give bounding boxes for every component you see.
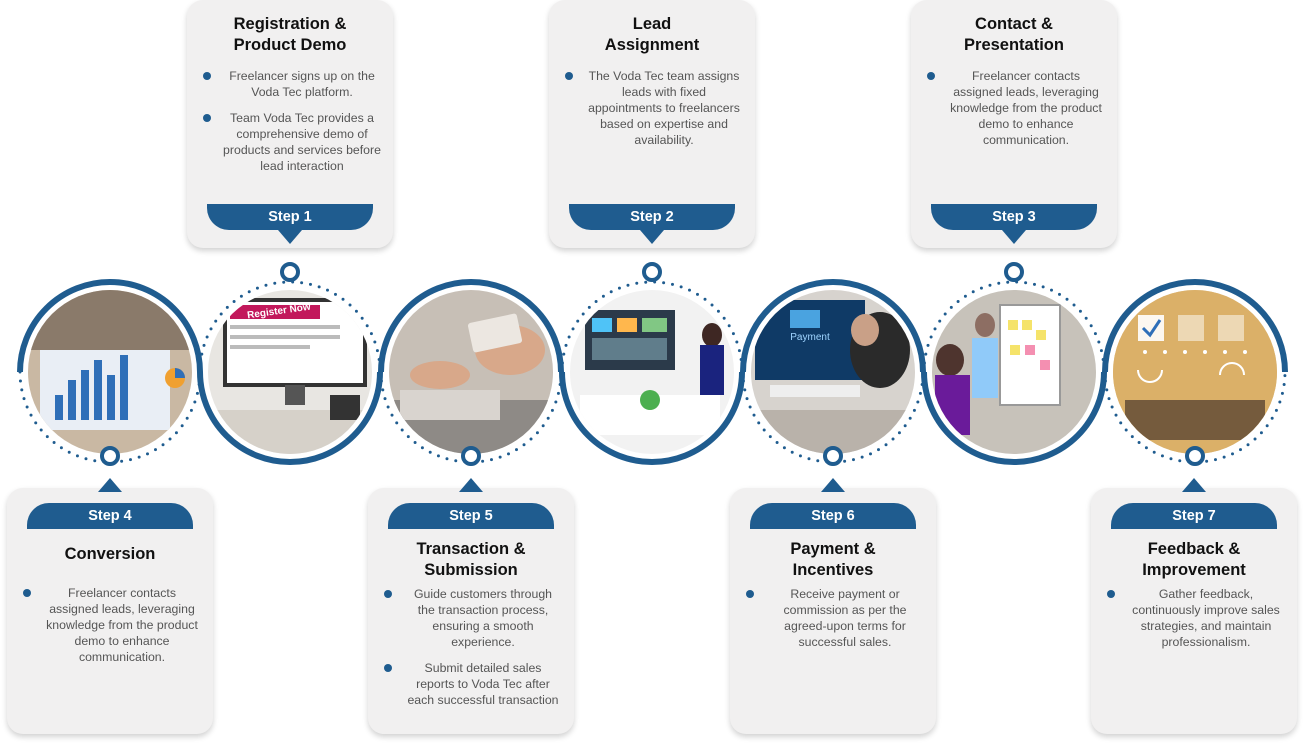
- card-step-1: Registration & Product Demo Freelancer s…: [187, 0, 393, 248]
- photo-conversion: [28, 290, 192, 454]
- card-title: Registration & Product Demo: [233, 15, 347, 54]
- card-title: Transaction & Submission: [416, 540, 526, 579]
- card-step-4: Step 4 Conversion Freelancer contacts as…: [7, 478, 213, 734]
- pointer-down: [640, 230, 664, 244]
- card-step-5: Step 5 Transaction & Submission Guide cu…: [368, 478, 574, 734]
- node-step-3: [1004, 262, 1024, 282]
- card-step-7: Step 7 Feedback & Improvement Gather fee…: [1091, 478, 1297, 734]
- photo-payment: Payment: [751, 290, 915, 454]
- arc-top-7: [1102, 279, 1288, 373]
- bullet-list: Gather feedback, continuously improve sa…: [1105, 586, 1285, 660]
- bullet-list: Guide customers through the transaction …: [382, 586, 562, 718]
- step-label: Step 3: [931, 204, 1097, 230]
- card-step-6: Step 6 Payment & Incentives Receive paym…: [730, 478, 936, 734]
- photo-contact: [932, 290, 1096, 454]
- bullet-item: Freelancer contacts assigned leads, leve…: [21, 585, 201, 665]
- card-title: Contact & Presentation: [964, 15, 1064, 54]
- step-label: Step 1: [207, 204, 373, 230]
- photo-registration: [208, 290, 372, 454]
- node-step-5: [461, 446, 481, 466]
- pointer-up: [98, 478, 122, 492]
- bullet-item: Submit detailed sales reports to Voda Te…: [382, 660, 562, 708]
- bullet-list: The Voda Tec team assigns leads with fix…: [563, 68, 743, 158]
- step-label: Step 6: [750, 503, 916, 529]
- card-step-3: Contact & Presentation Freelancer contac…: [911, 0, 1117, 248]
- pointer-up: [821, 478, 845, 492]
- card-title: Lead Assignment: [604, 15, 700, 54]
- arc-bottom-6: [921, 371, 1107, 465]
- bullet-item: Guide customers through the transaction …: [382, 586, 562, 650]
- pointer-up: [459, 478, 483, 492]
- node-step-4: [100, 446, 120, 466]
- bullet-list: Receive payment or commission as per the…: [744, 586, 924, 660]
- photo-lead-assignment: [570, 290, 734, 454]
- bullet-item: Team Voda Tec provides a comprehensive d…: [201, 110, 381, 174]
- step-label: Step 7: [1111, 503, 1277, 529]
- bullet-item: Freelancer signs up on the Voda Tec plat…: [201, 68, 381, 100]
- arc-bottom-2: [197, 371, 383, 465]
- photo-transaction: [389, 290, 553, 454]
- pointer-down: [1002, 230, 1026, 244]
- node-step-6: [823, 446, 843, 466]
- step-label: Step 2: [569, 204, 735, 230]
- arc-top-5: [740, 279, 926, 373]
- card-title: Payment & Incentives: [790, 540, 876, 579]
- pointer-down: [278, 230, 302, 244]
- node-step-7: [1185, 446, 1205, 466]
- node-step-1: [280, 262, 300, 282]
- node-step-2: [642, 262, 662, 282]
- arc-top-1: [17, 279, 203, 373]
- svg-text:Payment: Payment: [790, 332, 830, 343]
- card-title: Feedback & Improvement: [1142, 540, 1246, 579]
- bullet-item: Freelancer contacts assigned leads, leve…: [925, 68, 1105, 148]
- bullet-list: Freelancer contacts assigned leads, leve…: [21, 585, 201, 675]
- bullet-list: Freelancer contacts assigned leads, leve…: [925, 68, 1105, 158]
- bullet-item: Receive payment or commission as per the…: [744, 586, 924, 650]
- step-label: Step 5: [388, 503, 554, 529]
- bullet-list: Freelancer signs up on the Voda Tec plat…: [201, 68, 381, 184]
- photo-feedback: [1113, 290, 1277, 454]
- arc-bottom-4: [559, 371, 745, 465]
- card-title: Conversion: [64, 545, 156, 563]
- card-step-2: Lead Assignment The Voda Tec team assign…: [549, 0, 755, 248]
- pointer-up: [1182, 478, 1206, 492]
- bullet-item: Gather feedback, continuously improve sa…: [1105, 586, 1285, 650]
- arc-top-3: [378, 279, 564, 373]
- bullet-item: The Voda Tec team assigns leads with fix…: [563, 68, 743, 148]
- step-label: Step 4: [27, 503, 193, 529]
